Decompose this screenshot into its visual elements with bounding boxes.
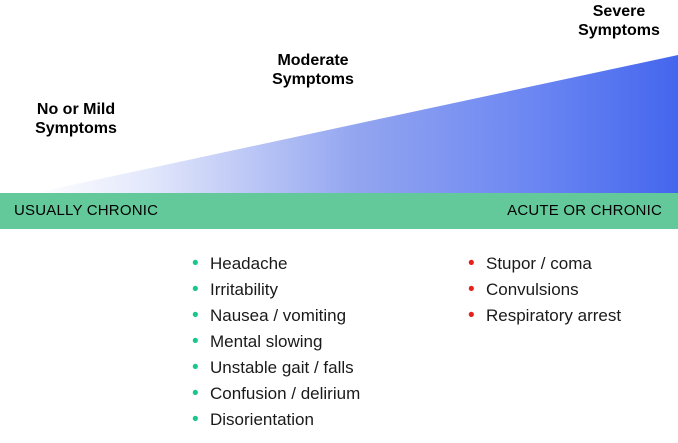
list-item: • Confusion / delirium: [192, 381, 360, 407]
list-item-label: Stupor / coma: [486, 254, 592, 273]
bullet-icon: •: [192, 305, 199, 326]
symptom-column-severe: • Stupor / coma • Convulsions • Respirat…: [468, 251, 621, 329]
severity-label-mild: No or Mild Symptoms: [6, 100, 146, 138]
bullet-icon: •: [468, 279, 475, 300]
list-item: • Convulsions: [468, 277, 621, 303]
chronicity-label-right: ACUTE OR CHRONIC: [507, 202, 662, 219]
symptom-lists: • Headache • Irritability • Nausea / vom…: [0, 229, 678, 443]
severity-label-severe: Severe Symptoms: [560, 2, 678, 40]
list-item-label: Confusion / delirium: [210, 384, 361, 403]
bullet-icon: •: [192, 409, 199, 430]
list-item-label: Respiratory arrest: [486, 306, 622, 325]
chronicity-label-left: USUALLY CHRONIC: [14, 202, 159, 219]
bullet-icon: •: [192, 331, 199, 352]
list-item: • Stupor / coma: [468, 251, 621, 277]
list-item: • Disorientation: [192, 407, 360, 433]
chronicity-band: USUALLY CHRONIC ACUTE OR CHRONIC: [0, 193, 678, 229]
severity-ramp: [0, 0, 678, 193]
severity-label-severe-line2: Symptoms: [578, 22, 660, 39]
bullet-icon: •: [192, 253, 199, 274]
bullet-icon: •: [468, 305, 475, 326]
list-item: • Nausea / vomiting: [192, 303, 360, 329]
bullet-icon: •: [192, 357, 199, 378]
severity-label-moderate: Moderate Symptoms: [238, 51, 388, 89]
symptom-column-moderate: • Headache • Irritability • Nausea / vom…: [192, 251, 360, 433]
list-item-label: Headache: [210, 254, 288, 273]
list-item-label: Convulsions: [486, 280, 579, 299]
list-item-label: Nausea / vomiting: [210, 306, 347, 325]
severity-label-severe-line1: Severe: [592, 3, 646, 20]
severity-label-mild-line1: No or Mild: [36, 101, 116, 118]
list-item: • Mental slowing: [192, 329, 360, 355]
list-item-label: Disorientation: [210, 410, 314, 429]
severity-label-mild-line2: Symptoms: [35, 120, 117, 137]
bullet-icon: •: [192, 279, 199, 300]
severity-label-moderate-line2: Symptoms: [272, 71, 354, 88]
list-item: • Unstable gait / falls: [192, 355, 360, 381]
bullet-icon: •: [468, 253, 475, 274]
list-item-label: Irritability: [210, 280, 279, 299]
list-item-label: Mental slowing: [210, 332, 323, 351]
list-item: • Headache: [192, 251, 360, 277]
list-item: • Irritability: [192, 277, 360, 303]
severity-label-moderate-line1: Moderate: [277, 52, 349, 69]
list-item-label: Unstable gait / falls: [210, 358, 354, 377]
bullet-icon: •: [192, 383, 199, 404]
list-item: • Respiratory arrest: [468, 303, 621, 329]
severity-ramp-triangle: [34, 55, 678, 193]
